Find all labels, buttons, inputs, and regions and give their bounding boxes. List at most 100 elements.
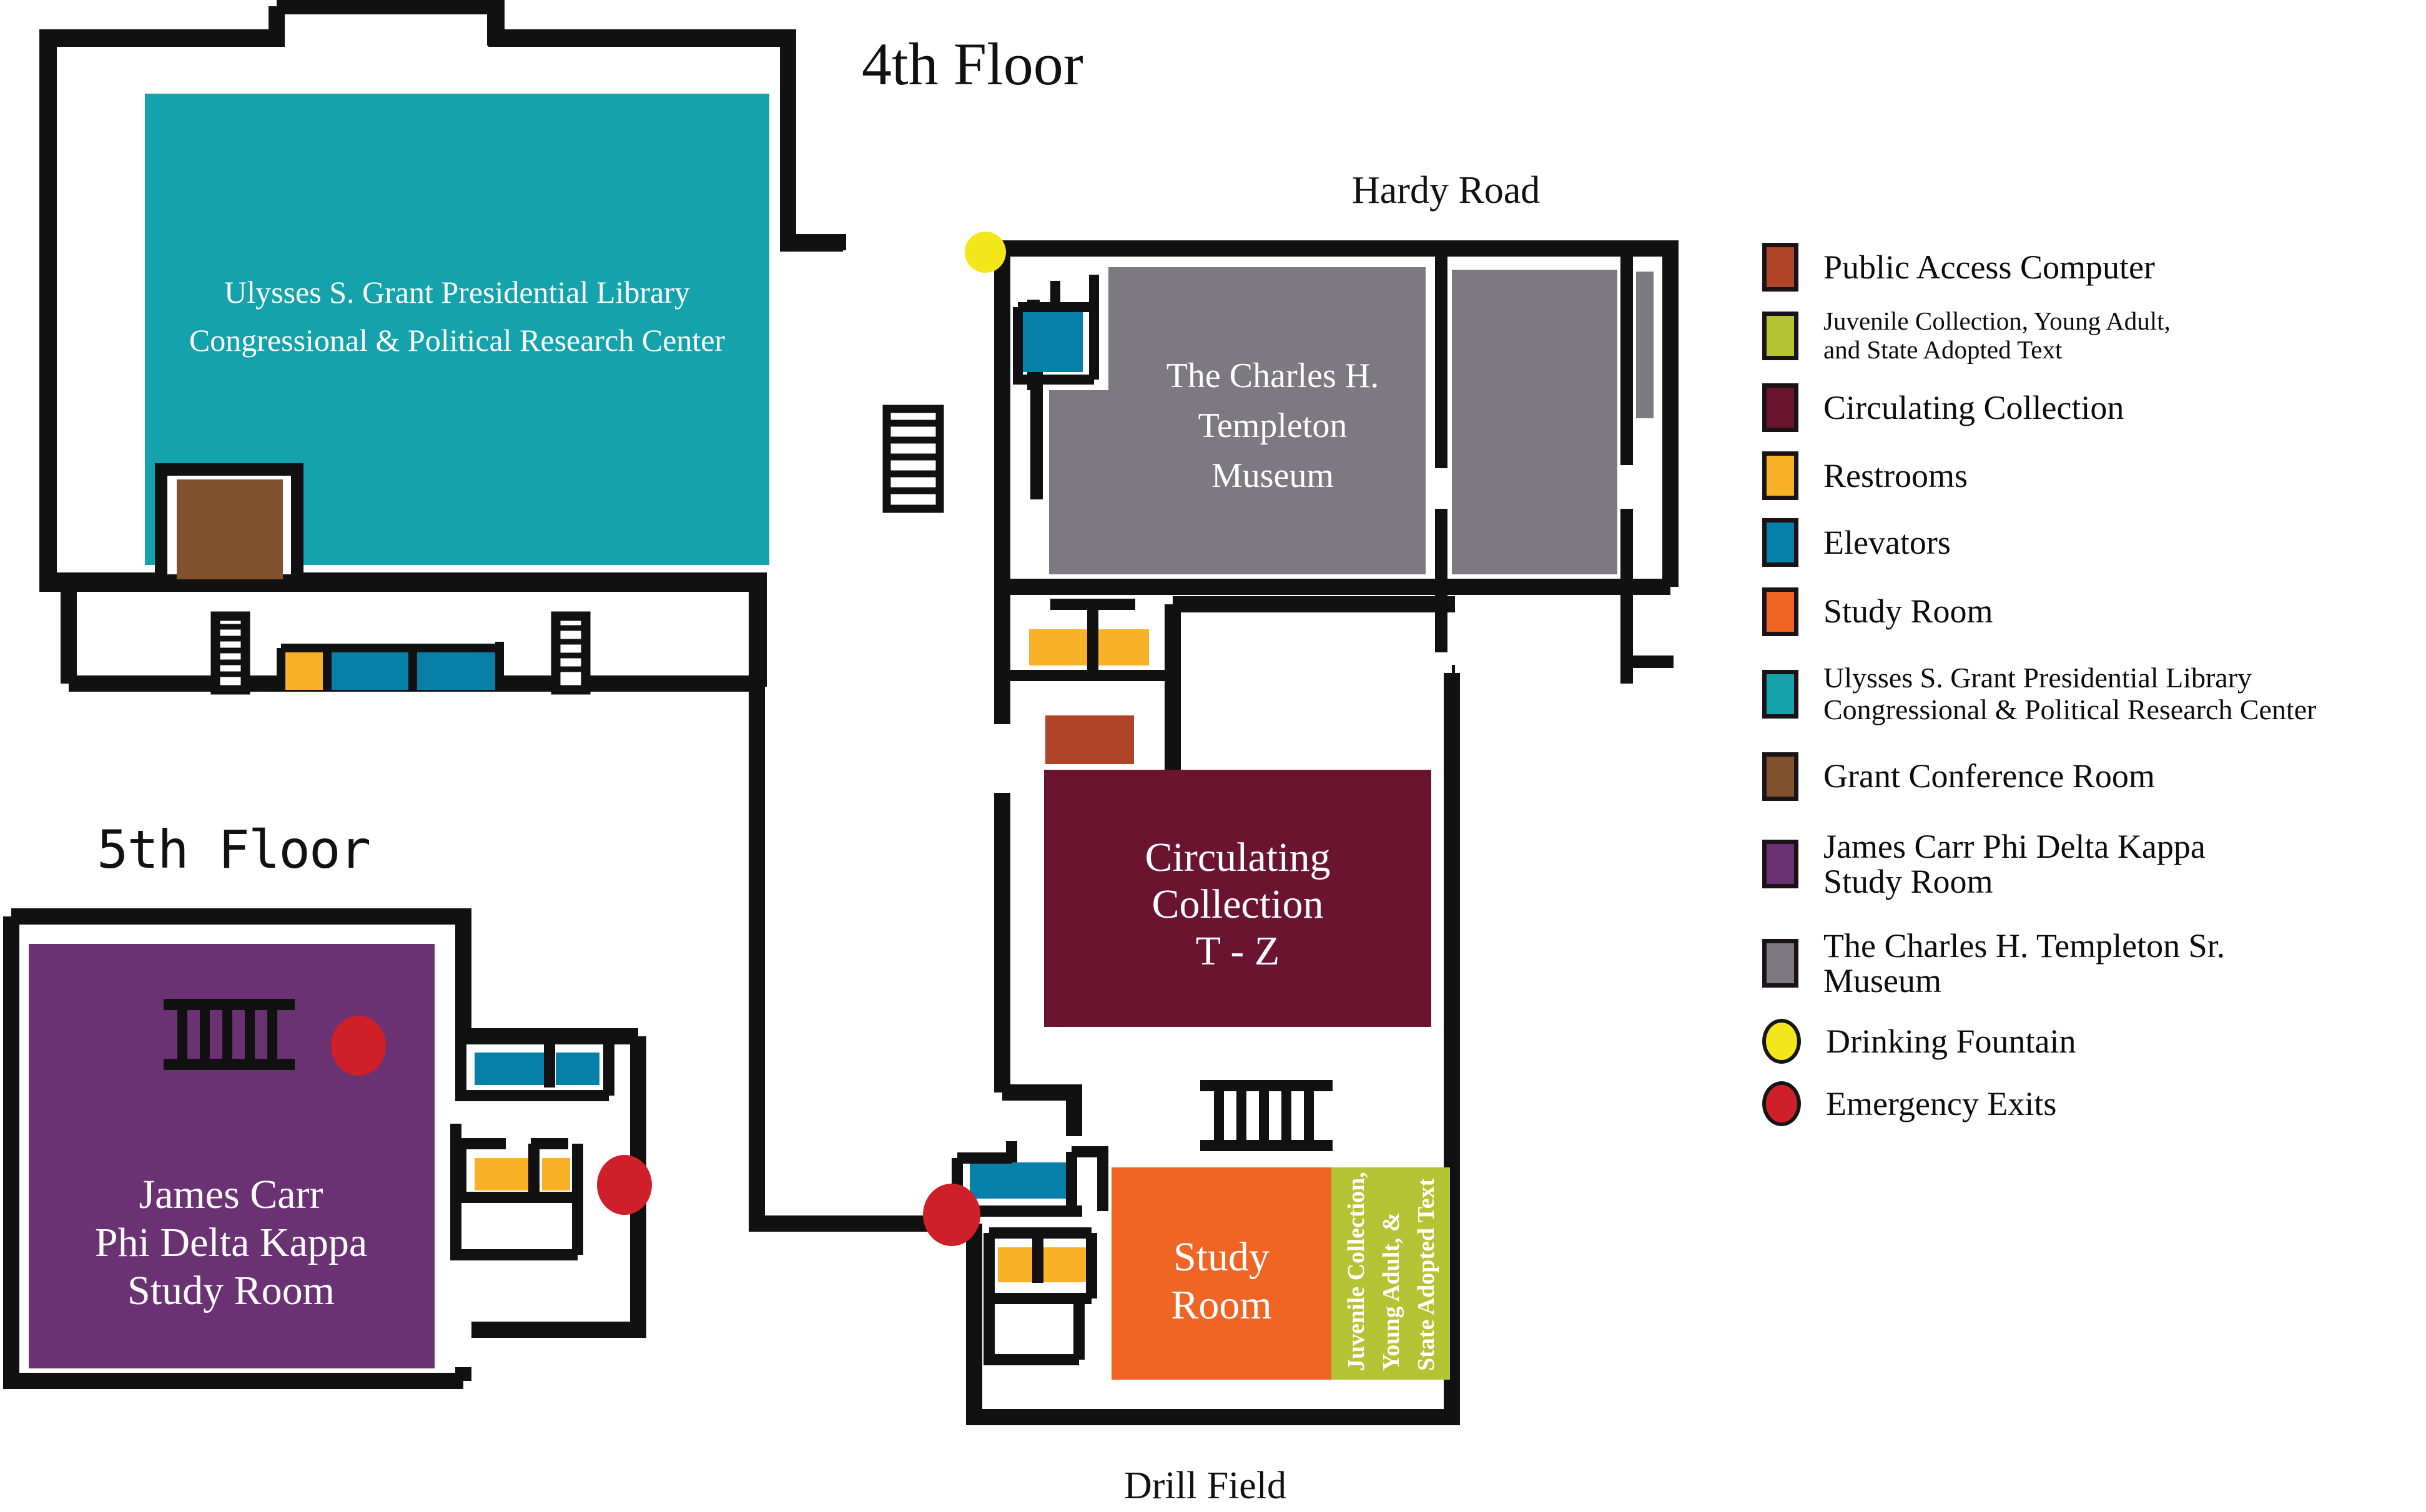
carr-label-line2: Phi Delta Kappa — [95, 1220, 367, 1265]
legend-item-emergency-exits[interactable]: Emergency Exits — [1762, 1073, 2424, 1135]
circulating-label-line3: T - Z — [1196, 928, 1280, 974]
legend-swatch-grant-conference-room — [1762, 752, 1798, 801]
legend-line: Juvenile Collection, Young Adult, — [1823, 307, 2171, 336]
floor-title-5th: 5th Floor — [97, 819, 370, 880]
legend-item-juvenile-collection[interactable]: Juvenile Collection, Young Adult, and St… — [1762, 298, 2424, 373]
legend-line: The Charles H. Templeton Sr. — [1823, 926, 2226, 965]
hardy-road-label: Hardy Road — [1352, 169, 1540, 212]
emergency-exit-icon — [1762, 1081, 1801, 1126]
stair-icon-fifth-floor — [164, 999, 295, 1070]
map-legend: Public Access Computer Juvenile Collecti… — [1762, 236, 2424, 1135]
left-corridor-partitions — [277, 642, 504, 690]
legend-item-grant-library[interactable]: Ulysses S. Grant Presidential Library Co… — [1762, 647, 2424, 741]
legend-label-juvenile-collection: Juvenile Collection, Young Adult, and St… — [1823, 307, 2171, 365]
legend-line: Study Room — [1823, 863, 1993, 900]
restroom-4th-lobby — [998, 1247, 1092, 1282]
drinking-fountain-icon — [1762, 1019, 1801, 1064]
legend-label-grant-conference-room: Grant Conference Room — [1823, 758, 2155, 793]
legend-label-study-room: Study Room — [1823, 594, 1993, 629]
legend-line: Emergency Exits — [1826, 1084, 2057, 1122]
legend-label-grant-library: Ulysses S. Grant Presidential Library Co… — [1823, 662, 2316, 725]
juvenile-label-line1-group: Juvenile Collection, — [1343, 1172, 1369, 1371]
legend-line: Museum — [1823, 962, 1941, 999]
restroom-5th-walls — [450, 1124, 583, 1260]
museum-elevator-walls — [1013, 275, 1099, 385]
juvenile-label-line3-group: State Adopted Text — [1413, 1178, 1439, 1371]
legend-item-grant-conference-room[interactable]: Grant Conference Room — [1762, 741, 2424, 812]
grant-conference-room — [177, 479, 283, 579]
legend-label-restrooms: Restrooms — [1823, 458, 1968, 493]
legend-label-templeton-museum: The Charles H. Templeton Sr. Museum — [1823, 928, 2225, 998]
elevator-left-2 — [415, 651, 496, 690]
stair-icon-center-bottom — [1200, 1080, 1333, 1151]
elevator-museum — [1023, 312, 1083, 372]
legend-item-public-access-computer[interactable]: Public Access Computer — [1762, 236, 2424, 298]
legend-label-emergency-exits: Emergency Exits — [1826, 1086, 2056, 1121]
legend-swatch-public-access-computer — [1762, 243, 1798, 292]
legend-item-templeton-museum[interactable]: The Charles H. Templeton Sr. Museum — [1762, 916, 2424, 1010]
public-access-computer-4th — [1045, 715, 1134, 764]
museum-block-walls — [994, 240, 1679, 680]
legend-label-public-access-computer: Public Access Computer — [1823, 250, 2155, 285]
emergency-exit-5th-b — [597, 1155, 652, 1215]
circulating-label-line1: Circulating — [1145, 835, 1331, 880]
legend-label-drinking-fountain: Drinking Fountain — [1826, 1024, 2076, 1059]
juvenile-label-line2: Young Adult, & — [1378, 1212, 1404, 1371]
floor-title-4th: 4th Floor — [862, 31, 1083, 97]
elevator-4th-lobby-walls — [952, 1141, 1108, 1217]
restroom-5th-2 — [542, 1158, 570, 1190]
legend-item-restrooms[interactable]: Restrooms — [1762, 442, 2424, 509]
legend-line: Study Room — [1823, 592, 1993, 631]
stair-icon-left-2 — [551, 611, 591, 695]
fifth-floor-walls — [3, 908, 646, 1389]
legend-line: Restrooms — [1823, 456, 1968, 494]
emergency-exit-4th — [923, 1184, 980, 1246]
legend-item-study-room[interactable]: Study Room — [1762, 576, 2424, 647]
legend-label-circulating-collection: Circulating Collection — [1823, 390, 2124, 425]
legend-line: and State Adopted Text — [1823, 335, 2063, 364]
museum-label-line1: The Charles H. — [1166, 356, 1379, 395]
museum-east-room — [1452, 270, 1617, 574]
legend-line: Ulysses S. Grant Presidential Library — [1823, 662, 2252, 694]
juvenile-collection-room — [1331, 1167, 1450, 1380]
study-room-label-line2: Room — [1171, 1282, 1271, 1328]
legend-item-james-carr-study-room[interactable]: James Carr Phi Delta Kappa Study Room — [1762, 812, 2424, 916]
carr-label-line3: Study Room — [127, 1268, 335, 1313]
stair-icon-left — [210, 611, 250, 695]
study-room-label-line1: Study — [1173, 1234, 1270, 1280]
legend-item-circulating-collection[interactable]: Circulating Collection — [1762, 373, 2424, 442]
carr-label-line1: James Carr — [139, 1172, 323, 1217]
legend-swatch-grant-library — [1762, 670, 1798, 719]
legend-line: Circulating Collection — [1823, 388, 2124, 426]
legend-item-drinking-fountain[interactable]: Drinking Fountain — [1762, 1010, 2424, 1073]
legend-swatch-study-room — [1762, 587, 1798, 636]
templeton-museum-room — [1049, 267, 1426, 574]
restroom-left-corridor — [282, 651, 325, 690]
legend-swatch-james-carr-study-room — [1762, 840, 1798, 888]
drill-field-label: Drill Field — [1124, 1465, 1286, 1507]
drinking-fountain-4th — [965, 232, 1006, 273]
elevator-5th-2 — [556, 1053, 599, 1085]
restroom-4th-lobby-walls — [984, 1227, 1097, 1365]
legend-item-elevators[interactable]: Elevators — [1762, 509, 2424, 576]
elevator-5th-walls — [455, 1032, 614, 1101]
legend-label-james-carr-study-room: James Carr Phi Delta Kappa Study Room — [1823, 829, 2206, 899]
emergency-exit-5th-a — [331, 1016, 386, 1076]
circulating-label-line2: Collection — [1152, 881, 1324, 927]
legend-swatch-restrooms — [1762, 451, 1798, 500]
stair-icon-center-top — [882, 405, 944, 513]
legend-line: Drinking Fountain — [1826, 1022, 2076, 1060]
juvenile-label-line1: Juvenile Collection, — [1343, 1172, 1369, 1371]
legend-line: Elevators — [1823, 523, 1951, 561]
legend-swatch-juvenile-collection — [1762, 312, 1798, 360]
legend-line: Public Access Computer — [1823, 248, 2155, 286]
legend-line: Grant Conference Room — [1823, 757, 2155, 795]
legend-swatch-elevators — [1762, 518, 1798, 567]
elevator-left-1 — [330, 651, 411, 690]
elevator-5th-1 — [475, 1053, 548, 1085]
restroom-museum-walls — [1004, 599, 1174, 681]
elevator-4th-lobby — [970, 1162, 1067, 1199]
juvenile-label-line2-group: Young Adult, & — [1378, 1212, 1404, 1371]
